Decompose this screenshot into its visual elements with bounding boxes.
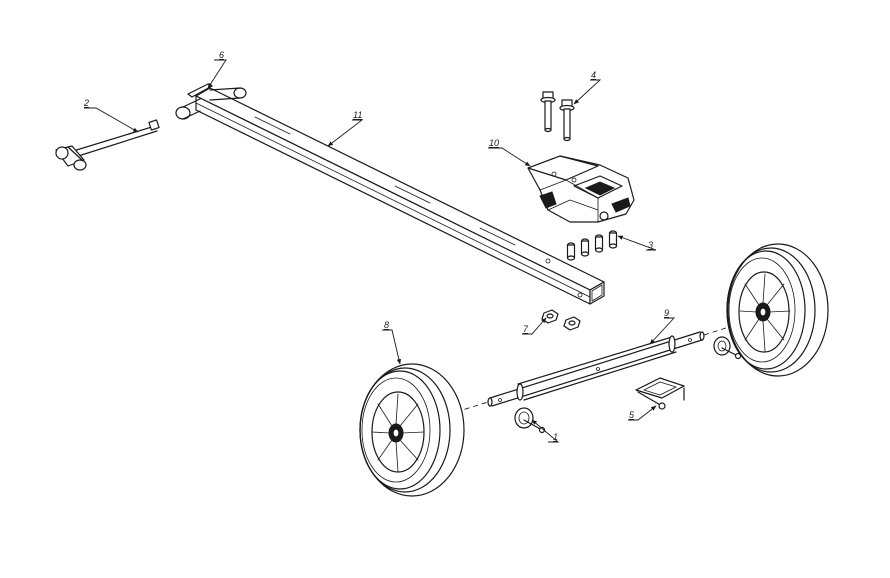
callout-1: 1 [553,432,558,442]
callout-8: 8 [384,320,389,330]
callout-9: 9 [664,308,669,318]
callout-11: 11 [353,110,362,120]
callout-5: 5 [629,410,635,420]
part-clamp-block [527,155,635,223]
callout-2: 2 [83,98,89,108]
part-wheel-right [726,243,829,377]
callout-4: 4 [591,70,596,80]
part-axle [455,325,733,413]
callout-7: 7 [523,324,529,334]
callout-labels: 6 2 11 4 10 3 7 8 9 1 5 [83,50,669,442]
part-drawbar-tube [175,83,605,305]
part-nuts [541,309,581,331]
part-linch-pins [514,336,742,434]
part-wheel-left [359,363,465,497]
callout-3: 3 [648,240,653,250]
callout-leaders [84,59,676,443]
part-spacers [566,230,618,261]
part-handle-pin [55,119,160,171]
part-hitch-clip [635,377,685,410]
part-bolts [540,91,575,142]
callout-10: 10 [489,138,499,148]
callout-6: 6 [219,50,224,60]
